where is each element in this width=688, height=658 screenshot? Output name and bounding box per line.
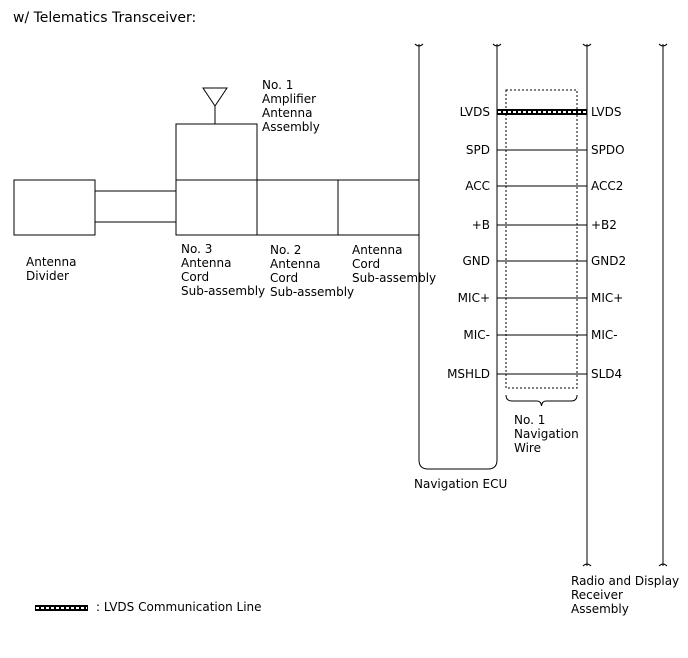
antenna-cord-label-line: Cord: [352, 257, 380, 271]
receiver-break-bottom-right: [658, 563, 668, 567]
radio-receiver-label-line: Radio and Display: [571, 574, 679, 588]
amplifier-antenna-label: No. 1 Amplifier Antenna Assembly: [262, 78, 320, 134]
no2-antenna-cord-box: [256, 179, 339, 236]
receiver-terminal-label: SPDO: [591, 143, 625, 157]
receiver-terminal-label: ACC2: [591, 179, 623, 193]
no2-antenna-cord-label: No. 2 Antenna Cord Sub-assembly: [270, 243, 354, 299]
ecu-terminal-label: LVDS: [460, 105, 490, 119]
no3-antenna-cord-box: [175, 179, 258, 236]
radio-receiver-label-line: Assembly: [571, 602, 629, 616]
receiver-terminal-label: SLD4: [591, 367, 622, 381]
ecu-break-right: [492, 43, 502, 47]
navigation-wire-enclosure: [505, 89, 578, 389]
amplifier-antenna-label-line: No. 1: [262, 78, 293, 92]
amplifier-antenna-label-line: Amplifier: [262, 92, 316, 106]
antenna-divider-label: Antenna Divider: [26, 255, 80, 283]
navigation-wire-label: No. 1 Navigation Wire: [514, 413, 583, 455]
ecu-terminal-label: +B: [472, 218, 490, 232]
receiver-break-top-right: [658, 43, 668, 47]
ecu-break-left: [414, 43, 424, 47]
navigation-wire-label-line: No. 1: [514, 413, 545, 427]
amplifier-antenna-label-line: Antenna: [262, 106, 312, 120]
antenna-divider-box: [13, 179, 96, 236]
ecu-terminal-label: ACC: [465, 179, 490, 193]
amplifier-antenna-box: [175, 123, 258, 181]
antenna-cord-label-line: Antenna: [352, 243, 402, 257]
antenna-cord-label-line: Sub-assembly: [352, 271, 436, 285]
antenna-divider-label-line: Divider: [26, 269, 69, 283]
diagram-title: w/ Telematics Transceiver:: [13, 10, 196, 26]
ecu-terminal-label: MSHLD: [447, 367, 490, 381]
receiver-terminal-label: GND2: [591, 254, 626, 268]
radio-receiver-label-line: Receiver: [571, 588, 623, 602]
receiver-terminal-label: MIC-: [591, 328, 618, 342]
ecu-terminal-label: GND: [462, 254, 490, 268]
radio-receiver-label: Radio and Display Receiver Assembly: [571, 574, 683, 616]
ecu-terminal-label: MIC-: [463, 328, 490, 342]
antenna-cord-box: [337, 179, 420, 236]
ecu-terminal-label: MIC+: [458, 291, 490, 305]
navigation-wire-label-line: Wire: [514, 441, 541, 455]
navigation-wire-label-line: Navigation: [514, 427, 579, 441]
navigation-ecu-outline: [418, 44, 498, 470]
navigation-ecu-label: Navigation ECU: [414, 477, 507, 491]
ecu-terminal-label: SPD: [466, 143, 490, 157]
receiver-terminal-label: +B2: [591, 218, 617, 232]
no2-antenna-cord-label-line: No. 2: [270, 243, 301, 257]
no3-antenna-cord-label-line: No. 3: [181, 242, 212, 256]
receiver-break-bottom-left: [582, 563, 592, 567]
no2-antenna-cord-label-line: Sub-assembly: [270, 285, 354, 299]
no3-antenna-cord-label-line: Cord: [181, 270, 209, 284]
antenna-divider-label-line: Antenna: [26, 255, 76, 269]
navigation-wire-brace: [505, 394, 578, 407]
receiver-break-top-left: [582, 43, 592, 47]
receiver-terminal-label: LVDS: [591, 105, 621, 119]
no3-antenna-cord-label-line: Sub-assembly: [181, 284, 265, 298]
legend-text: : LVDS Communication Line: [96, 600, 262, 614]
no2-antenna-cord-label-line: Cord: [270, 271, 298, 285]
no2-antenna-cord-label-line: Antenna: [270, 257, 320, 271]
amplifier-antenna-label-line: Assembly: [262, 120, 320, 134]
antenna-cord-label: Antenna Cord Sub-assembly: [352, 243, 436, 285]
no3-antenna-cord-label-line: Antenna: [181, 256, 231, 270]
no3-antenna-cord-label: No. 3 Antenna Cord Sub-assembly: [181, 242, 265, 298]
antenna-icon: [202, 87, 228, 107]
receiver-terminal-label: MIC+: [591, 291, 623, 305]
